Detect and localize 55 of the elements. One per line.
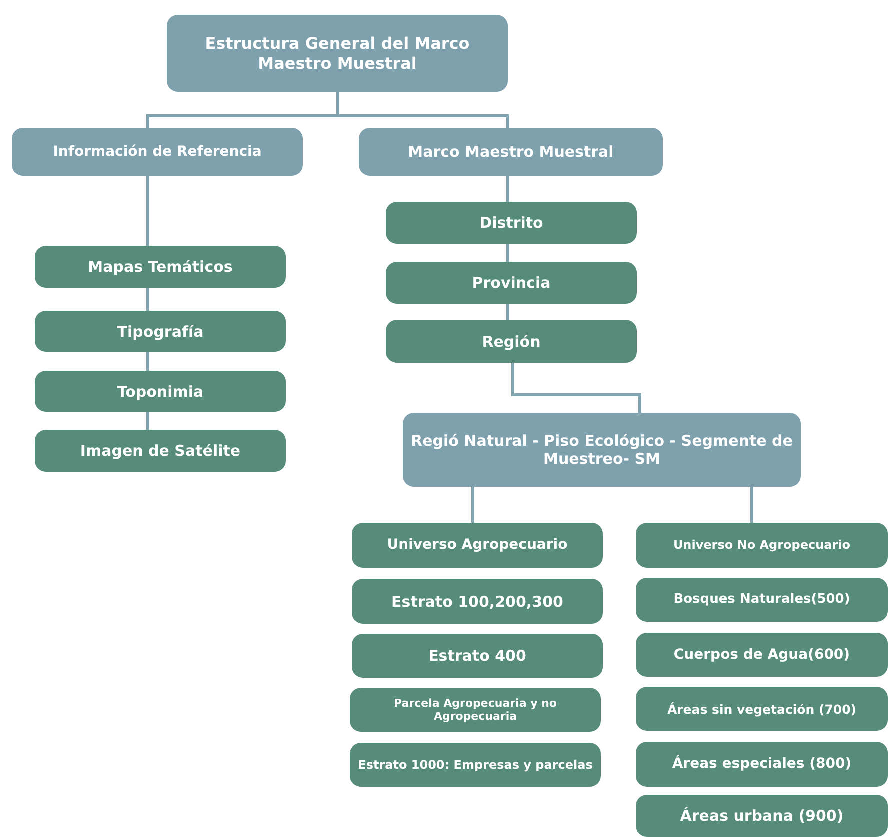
item-box bbox=[350, 743, 601, 787]
item-box bbox=[386, 202, 637, 244]
item-box bbox=[352, 634, 603, 678]
item-box bbox=[35, 430, 286, 472]
item-box bbox=[352, 579, 603, 624]
item-box bbox=[386, 320, 637, 363]
node-label: Universo Agropecuario bbox=[387, 537, 568, 554]
connector-line bbox=[506, 244, 510, 262]
node-label: Regió Natural - Piso Ecológico - Segmente de Muestreo- SM bbox=[410, 432, 794, 468]
node-label: Provincia bbox=[472, 274, 551, 292]
connector-line bbox=[336, 92, 510, 128]
category-box bbox=[403, 413, 801, 487]
node-label: Mapas Temáticos bbox=[88, 258, 233, 276]
node-label: Estrato 100,200,300 bbox=[392, 592, 564, 610]
node-label: Toponimia bbox=[117, 382, 204, 400]
node-label: Información de Referencia bbox=[53, 144, 262, 160]
connector-line bbox=[506, 304, 510, 320]
node-label: Áreas especiales (800) bbox=[672, 756, 852, 773]
node-label: Estrato 1000: Empresas y parcelas bbox=[358, 758, 593, 772]
item-box bbox=[636, 795, 888, 837]
item-box bbox=[636, 578, 888, 622]
node-label: Universo No Agropecuario bbox=[673, 538, 851, 553]
node-label: Distrito bbox=[480, 214, 544, 232]
node-label: Marco Maestro Muestral bbox=[408, 143, 614, 161]
connector-line bbox=[512, 363, 642, 413]
node-label: Región bbox=[482, 332, 541, 350]
item-box bbox=[636, 742, 888, 787]
node-label: Imagen de Satélite bbox=[80, 442, 241, 460]
category-box bbox=[359, 128, 663, 176]
connector-line bbox=[146, 288, 150, 311]
connector-line bbox=[146, 176, 150, 246]
item-box bbox=[352, 523, 603, 568]
node-label: Estrato 400 bbox=[428, 647, 526, 665]
node-label: Estructura General del Marco Maestro Muestral bbox=[204, 34, 471, 73]
item-box bbox=[636, 687, 888, 731]
connector-line bbox=[750, 487, 754, 523]
node-label: Tipografía bbox=[117, 322, 204, 340]
category-box bbox=[12, 128, 303, 176]
item-box bbox=[35, 311, 286, 352]
connector-line bbox=[146, 352, 150, 371]
item-box bbox=[386, 262, 637, 304]
node-label: Áreas sin vegetación (700) bbox=[667, 702, 857, 716]
node-label: Cuerpos de Agua(600) bbox=[674, 646, 850, 664]
connector-line bbox=[146, 412, 150, 430]
node-label: Áreas urbana (900) bbox=[680, 807, 844, 825]
category-box bbox=[167, 15, 508, 92]
item-box bbox=[35, 371, 286, 412]
item-box bbox=[636, 633, 888, 677]
node-label: Parcela Agropecuaria y no Agropecuaria bbox=[393, 696, 558, 724]
item-box bbox=[350, 688, 601, 732]
item-box bbox=[35, 246, 286, 288]
connector-line bbox=[506, 176, 510, 202]
node-label: Bosques Naturales(500) bbox=[674, 592, 850, 608]
item-box bbox=[636, 523, 888, 568]
connector-line bbox=[472, 487, 474, 523]
